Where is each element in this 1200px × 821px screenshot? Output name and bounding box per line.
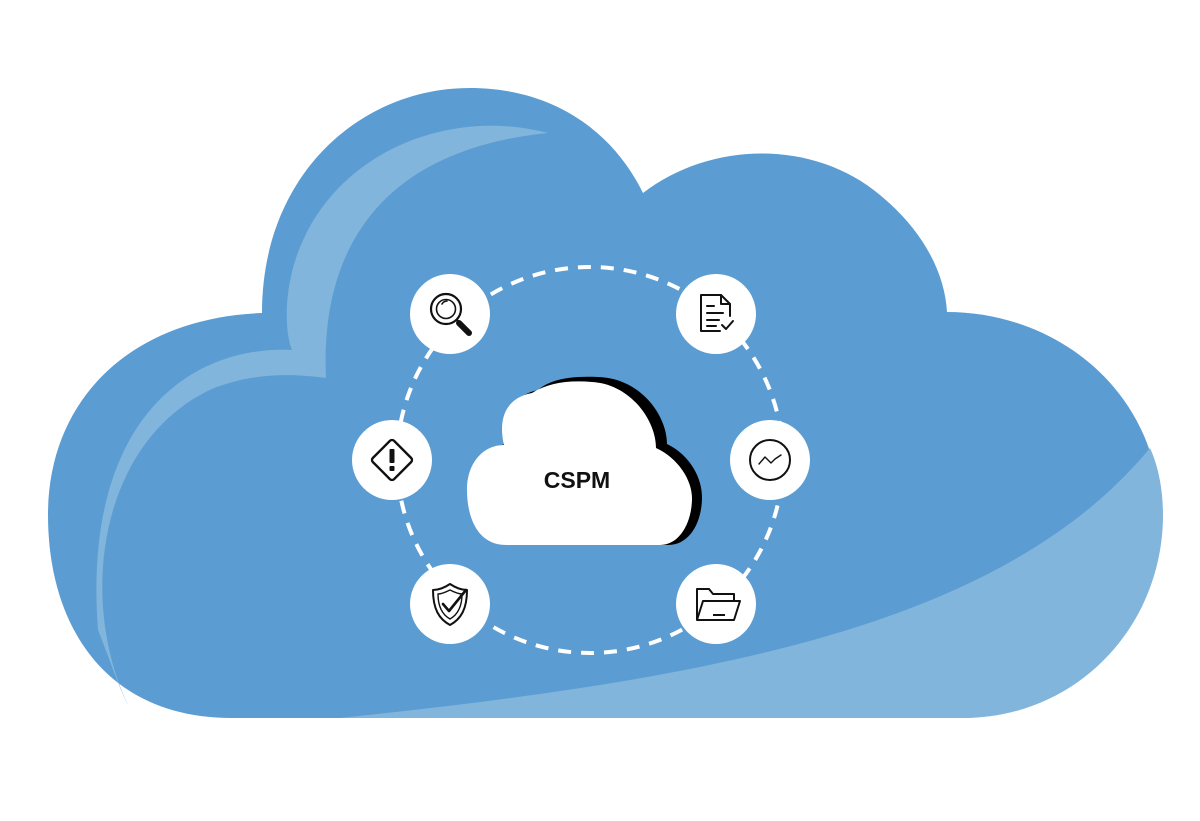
shield-check-icon: [432, 583, 468, 626]
node-folder[interactable]: [676, 564, 756, 644]
background-cloud-left-highlight: [96, 125, 548, 706]
node-warning[interactable]: [352, 420, 432, 500]
node-activity-monitor[interactable]: [730, 420, 810, 500]
center-cloud-body: [467, 381, 692, 545]
activity-monitor-icon: [749, 439, 791, 481]
background-cloud-bottom-highlight: [340, 448, 1163, 718]
document-check-icon: [700, 294, 734, 332]
node-document-check[interactable]: [676, 274, 756, 354]
warning-icon: [370, 438, 414, 482]
node-magnifier[interactable]: [410, 274, 490, 354]
magnifier-icon: [429, 292, 472, 336]
center-cloud: CSPM: [467, 376, 702, 545]
center-label: CSPM: [544, 467, 610, 493]
node-shield-check[interactable]: [410, 564, 490, 644]
folder-icon: [696, 588, 741, 621]
